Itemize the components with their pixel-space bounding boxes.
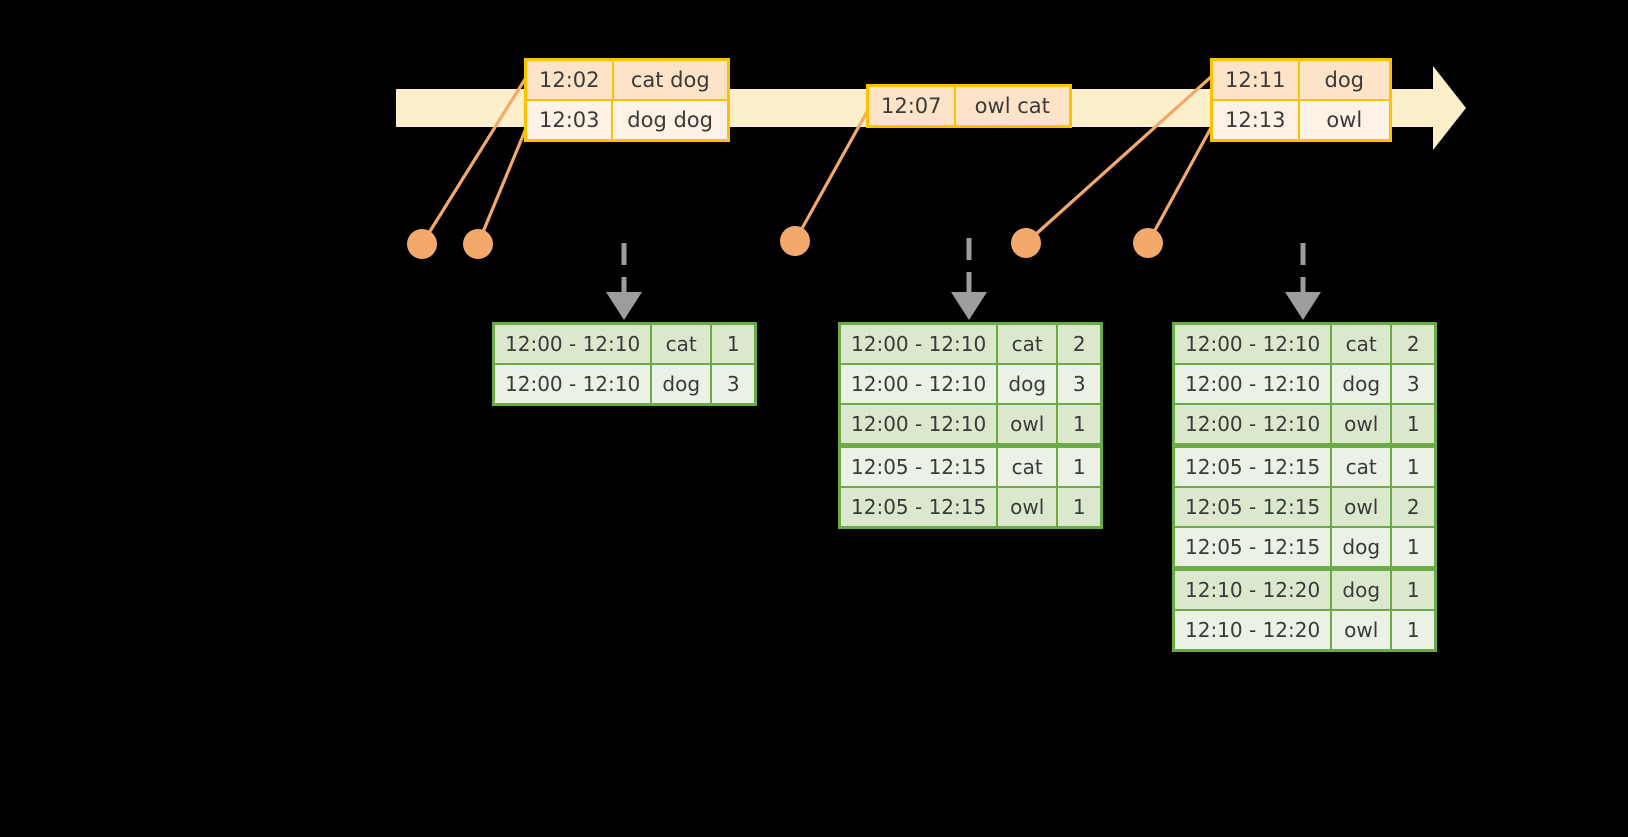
cell-count: 1 bbox=[1392, 405, 1435, 443]
event-dot-4 bbox=[1011, 228, 1041, 258]
cell-count: 1 bbox=[1058, 448, 1101, 486]
event-words: dog bbox=[1299, 61, 1389, 99]
cell-count: 3 bbox=[1058, 365, 1101, 403]
cell-window: 12:05 - 12:15 bbox=[841, 488, 997, 526]
arrowhead-3 bbox=[1285, 292, 1321, 320]
cell-count: 1 bbox=[1058, 488, 1101, 526]
event-words: owl bbox=[1299, 101, 1389, 139]
table-row: 12:05 - 12:15 cat 1 bbox=[841, 448, 1101, 486]
event-group-3[interactable]: 12:11 dog 12:13 owl bbox=[1210, 58, 1392, 142]
cell-window: 12:00 - 12:10 bbox=[495, 325, 651, 363]
cell-window: 12:00 - 12:10 bbox=[495, 365, 651, 403]
table-row: 12:00 - 12:10 cat 2 bbox=[841, 325, 1101, 363]
cell-window: 12:10 - 12:20 bbox=[1175, 571, 1331, 609]
connector-1 bbox=[420, 75, 529, 245]
connector-2 bbox=[476, 125, 529, 245]
event-row: 12:11 dog bbox=[1213, 61, 1389, 99]
cell-word: dog bbox=[1332, 365, 1391, 403]
event-group-1[interactable]: 12:02 cat dog 12:03 dog dog bbox=[524, 58, 730, 142]
cell-word: owl bbox=[1332, 488, 1391, 526]
event-time: 12:11 bbox=[1213, 61, 1300, 99]
event-row: 12:07 owl cat bbox=[869, 87, 1069, 125]
cell-window: 12:00 - 12:10 bbox=[841, 325, 997, 363]
connector-5 bbox=[1146, 125, 1214, 244]
table-row: 12:00 - 12:10 owl 1 bbox=[1175, 405, 1435, 443]
event-words: owl cat bbox=[955, 87, 1069, 125]
cell-count: 2 bbox=[1058, 325, 1101, 363]
event-dot-5 bbox=[1133, 228, 1163, 258]
arrowhead-2 bbox=[951, 292, 987, 320]
table-row: 12:00 - 12:10 dog 3 bbox=[1175, 365, 1435, 403]
cell-word: dog bbox=[652, 365, 711, 403]
cell-window: 12:00 - 12:10 bbox=[1175, 365, 1331, 403]
event-words: cat dog bbox=[613, 61, 727, 99]
table-row: 12:05 - 12:15 owl 1 bbox=[841, 488, 1101, 526]
cell-word: owl bbox=[1332, 405, 1391, 443]
result-table-1[interactable]: 12:00 - 12:10 cat 1 12:00 - 12:10 dog 3 bbox=[492, 322, 758, 406]
dashed-arrows bbox=[606, 238, 1321, 320]
event-row: 12:02 cat dog bbox=[527, 61, 727, 99]
cell-window: 12:05 - 12:15 bbox=[1175, 448, 1331, 486]
cell-count: 1 bbox=[1392, 448, 1435, 486]
cell-word: owl bbox=[998, 488, 1057, 526]
cell-word: cat bbox=[652, 325, 711, 363]
cell-word: cat bbox=[1332, 325, 1391, 363]
event-time: 12:03 bbox=[527, 101, 614, 139]
cell-word: cat bbox=[998, 325, 1057, 363]
table-row: 12:05 - 12:15 dog 1 bbox=[1175, 528, 1435, 566]
event-dots bbox=[407, 226, 1163, 259]
cell-window: 12:05 - 12:15 bbox=[841, 448, 997, 486]
table-row: 12:00 - 12:10 dog 3 bbox=[841, 365, 1101, 403]
event-row: 12:03 dog dog bbox=[527, 99, 727, 139]
cell-count: 3 bbox=[712, 365, 755, 403]
cell-word: cat bbox=[998, 448, 1057, 486]
cell-word: cat bbox=[1332, 448, 1391, 486]
cell-count: 2 bbox=[1392, 325, 1435, 363]
table-row: 12:00 - 12:10 cat 2 bbox=[1175, 325, 1435, 363]
table-row: 12:00 - 12:10 owl 1 bbox=[841, 405, 1101, 443]
table-row: 12:05 - 12:15 cat 1 bbox=[1175, 448, 1435, 486]
event-dot-3 bbox=[780, 226, 810, 256]
cell-word: owl bbox=[1332, 611, 1391, 649]
cell-word: dog bbox=[1332, 528, 1391, 566]
cell-count: 1 bbox=[1392, 611, 1435, 649]
cell-word: dog bbox=[998, 365, 1057, 403]
cell-word: owl bbox=[998, 405, 1057, 443]
cell-window: 12:00 - 12:10 bbox=[1175, 405, 1331, 443]
connector-3 bbox=[793, 109, 870, 242]
table-row: 12:10 - 12:20 owl 1 bbox=[1175, 611, 1435, 649]
event-time: 12:02 bbox=[527, 61, 614, 99]
cell-window: 12:00 - 12:10 bbox=[1175, 325, 1331, 363]
cell-window: 12:05 - 12:15 bbox=[1175, 488, 1331, 526]
cell-window: 12:10 - 12:20 bbox=[1175, 611, 1331, 649]
table-row: 12:10 - 12:20 dog 1 bbox=[1175, 571, 1435, 609]
cell-window: 12:00 - 12:10 bbox=[841, 405, 997, 443]
cell-count: 1 bbox=[1392, 571, 1435, 609]
event-dot-1 bbox=[407, 229, 437, 259]
event-group-2[interactable]: 12:07 owl cat bbox=[866, 84, 1072, 128]
cell-window: 12:00 - 12:10 bbox=[841, 365, 997, 403]
table-row: 12:00 - 12:10 cat 1 bbox=[495, 325, 755, 363]
event-words: dog dog bbox=[613, 101, 727, 139]
cell-count: 1 bbox=[1058, 405, 1101, 443]
arrowhead-1 bbox=[606, 292, 642, 320]
cell-count: 2 bbox=[1392, 488, 1435, 526]
cell-word: dog bbox=[1332, 571, 1391, 609]
event-time: 12:13 bbox=[1213, 101, 1300, 139]
table-row: 12:05 - 12:15 owl 2 bbox=[1175, 488, 1435, 526]
table-row: 12:00 - 12:10 dog 3 bbox=[495, 365, 755, 403]
event-row: 12:13 owl bbox=[1213, 99, 1389, 139]
result-table-3[interactable]: 12:00 - 12:10 cat 2 12:00 - 12:10 dog 3 … bbox=[1172, 322, 1438, 652]
event-time: 12:07 bbox=[869, 87, 956, 125]
result-table-2[interactable]: 12:00 - 12:10 cat 2 12:00 - 12:10 dog 3 … bbox=[838, 322, 1104, 529]
cell-count: 3 bbox=[1392, 365, 1435, 403]
cell-count: 1 bbox=[712, 325, 755, 363]
cell-count: 1 bbox=[1392, 528, 1435, 566]
cell-window: 12:05 - 12:15 bbox=[1175, 528, 1331, 566]
event-dot-2 bbox=[463, 229, 493, 259]
